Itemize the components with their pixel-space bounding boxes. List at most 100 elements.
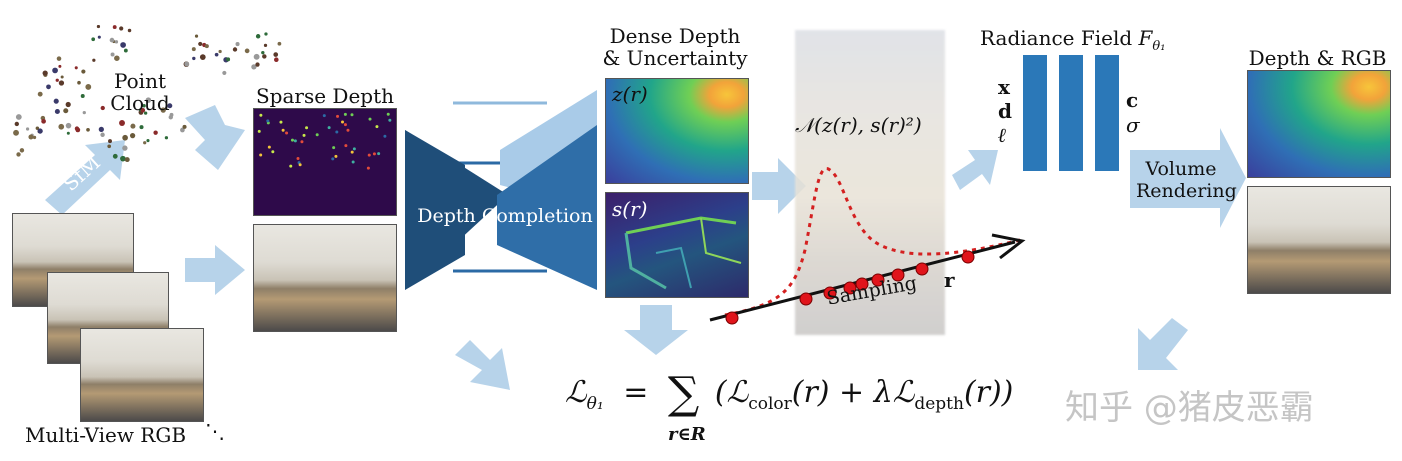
cloud-point: [261, 50, 265, 55]
encoder-mid: [405, 130, 465, 290]
s-r-label: s(r): [612, 197, 648, 221]
mlp-layer-2: [1059, 55, 1083, 171]
sparse-depth-point: [367, 153, 371, 157]
sparse-depth-point: [332, 146, 336, 150]
cloud-point: [153, 130, 158, 135]
sparse-depth-point: [266, 119, 270, 123]
cloud-point: [130, 123, 136, 129]
point-cloud: [5, 24, 295, 175]
cloud-point: [182, 124, 187, 129]
cloud-point: [55, 78, 59, 82]
sparse-depth-point: [305, 126, 309, 130]
cloud-point: [112, 153, 118, 159]
cloud-point: [58, 64, 62, 68]
sparse-depth-point: [386, 112, 390, 116]
ray-arrowhead: [991, 233, 1026, 260]
sparse-depth-point: [350, 113, 354, 117]
loss-close-term: (r)): [963, 375, 1014, 410]
arrow-volume-rendering: [1130, 128, 1246, 228]
dense-depth-map: [605, 78, 749, 184]
cloud-point: [100, 132, 105, 137]
cloud-point: [112, 25, 117, 30]
cloud-point: [119, 120, 125, 126]
sparse-rgb-image: [253, 224, 397, 332]
cloud-point: [167, 103, 173, 109]
sparse-depth-point: [343, 112, 347, 116]
sparse-depth-point: [346, 128, 350, 132]
cloud-point: [255, 34, 261, 39]
cloud-point: [85, 84, 92, 90]
uncertainty-map: [605, 192, 749, 298]
sample-point: [891, 268, 905, 282]
cloud-point: [66, 131, 70, 135]
sparse-depth-point: [377, 152, 381, 156]
cloud-point: [244, 48, 250, 54]
radiance-field-title: Radiance Field Fθ₁: [980, 26, 1165, 54]
loss-sum-subscript: r∈R: [668, 424, 706, 445]
arrow-dense-to-loss: [624, 305, 688, 355]
rgb-view-3: [80, 328, 204, 422]
sparse-depth-point: [343, 123, 347, 127]
arrow-rgb-to-sparse-rgb: [185, 245, 245, 295]
cloud-point: [226, 57, 231, 62]
cloud-point: [92, 58, 96, 62]
cloud-point: [140, 108, 146, 113]
sparse-depth-point: [293, 139, 297, 143]
sparse-depth-label: Sparse Depth: [255, 84, 395, 108]
cloud-point: [28, 134, 34, 140]
cloud-point: [19, 148, 25, 153]
sparse-depth-point: [352, 147, 356, 151]
cloud-point: [142, 104, 146, 108]
loss-equation: ℒθ₁ = ∑ (ℒcolor(r) + λℒdepth(r)): [565, 362, 1085, 452]
radiance-field-label: Radiance Field: [980, 26, 1133, 50]
multi-view-rgb-label: Multi-View RGB: [25, 423, 187, 447]
sparse-depth-point: [259, 153, 263, 157]
loss-equals: =: [623, 375, 649, 410]
cloud-point: [232, 47, 238, 52]
cloud-point: [54, 108, 60, 115]
cloud-point: [65, 122, 72, 129]
sparse-depth-point: [375, 125, 379, 129]
sample-point: [871, 273, 885, 287]
sparse-depth-point: [281, 128, 285, 132]
cloud-point: [114, 55, 120, 61]
depth-distribution-curve: [724, 166, 1021, 317]
cloud-point: [192, 56, 196, 61]
output-depth-map: [1247, 70, 1391, 178]
input-x: x: [998, 75, 1010, 99]
cloud-point: [222, 70, 227, 75]
cloud-point: [277, 41, 282, 46]
cloud-point: [198, 41, 203, 47]
loss-lhs-sub: θ₁: [586, 394, 604, 414]
sparse-depth-point: [336, 114, 340, 118]
sparse-depth-point: [383, 134, 387, 138]
arrow-image-to-field: [952, 150, 998, 190]
cloud-point: [46, 84, 51, 90]
loss-color-sub: color: [748, 394, 792, 414]
cloud-point: [235, 42, 240, 47]
z-r-label: z(r): [612, 82, 648, 106]
output-c: c: [1126, 88, 1139, 112]
cloud-point: [37, 128, 43, 134]
watermark: 知乎 @猪皮恶霸: [1065, 388, 1314, 428]
cloud-point: [107, 144, 112, 149]
cloud-point: [53, 98, 59, 104]
sparse-depth-point: [300, 140, 304, 144]
cloud-point: [86, 127, 90, 132]
f-theta-label: F: [1138, 26, 1153, 50]
input-d: d: [998, 99, 1012, 123]
cloud-point: [25, 127, 30, 131]
cloud-point: [81, 69, 86, 74]
mlp-layer-3: [1095, 55, 1119, 171]
arrow-sparse-to-loss: [455, 340, 510, 390]
cloud-point: [91, 37, 96, 42]
sparse-depth-point: [289, 164, 293, 168]
sparse-depth-point: [290, 138, 294, 142]
sfm-arrow: [45, 140, 125, 215]
loss-mid-term: (r) + λℒ: [791, 375, 915, 410]
sparse-depth-point: [368, 117, 372, 121]
input-l: ℓ: [998, 123, 1007, 147]
loss-open-term: (ℒ: [714, 375, 749, 410]
cloud-point: [56, 56, 62, 61]
